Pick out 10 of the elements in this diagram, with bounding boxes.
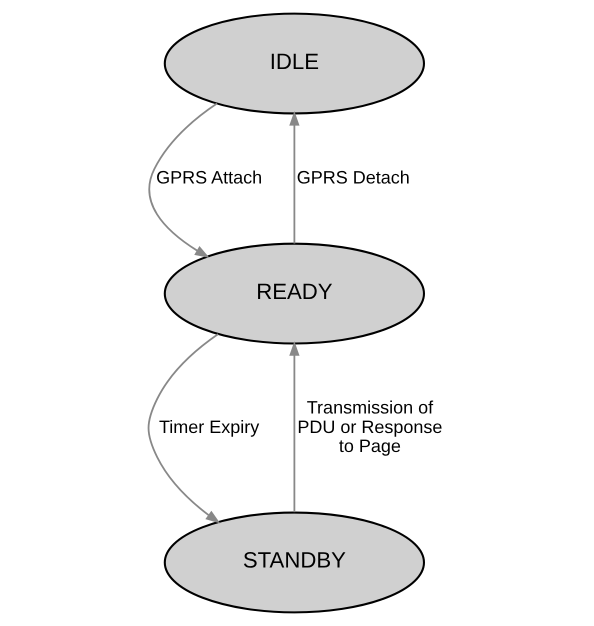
arrow [289, 110, 300, 244]
edge-label: GPRS Attach [156, 167, 262, 188]
arrow [289, 341, 300, 512]
node-ellipse: READY [164, 242, 426, 345]
edge-label: GPRS Detach [296, 167, 410, 188]
edge-label: Transmission of PDU or Response to Page [297, 397, 442, 456]
node-ellipse: IDLE [164, 12, 426, 114]
arrow [148, 102, 218, 258]
edge-label: Timer Expiry [158, 416, 260, 437]
arrow [148, 333, 220, 524]
